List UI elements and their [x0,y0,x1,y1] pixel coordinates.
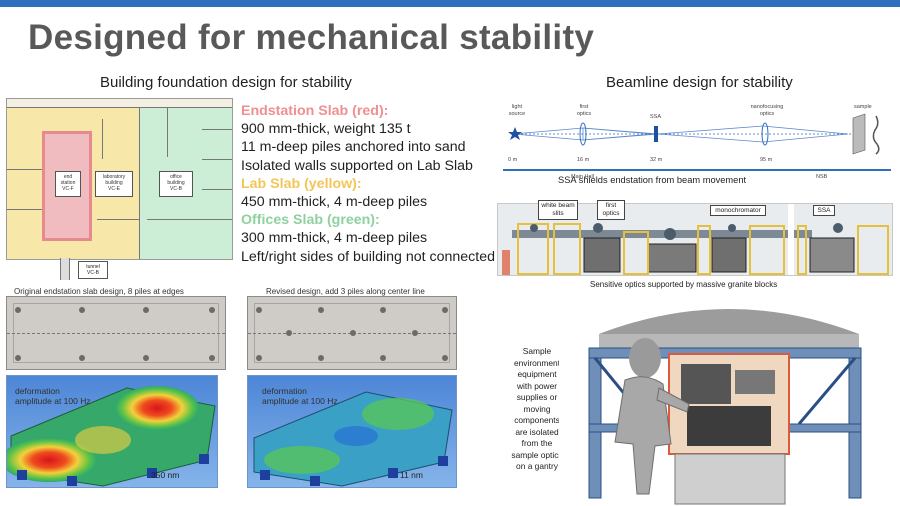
endstation-slab-area [42,131,92,241]
human-figure-body [614,376,672,495]
distance-16: 16 m [577,157,590,163]
endstation-spec-2: 11 m-deep piles anchored into sand [241,139,466,156]
ssa-slit-icon [654,126,658,142]
optics-photo-caption: Sensitive optics supported by massive gr… [590,280,778,289]
offices-spec-1: 300 mm-thick, 4 m-deep piles [241,230,428,247]
wall [202,129,232,130]
wall [7,107,232,108]
pile [256,307,262,313]
main-hall-label: Main Hall [571,174,594,180]
nanofocusing-optics-label: nanofocusing optics [750,104,784,117]
deformation-label: deformation amplitude at 100 Hz [15,386,91,406]
sample-label: sample [854,104,872,110]
pile [380,307,386,313]
monochromator-callout: monochromator [710,205,766,216]
distance-95: 95 m [760,157,773,163]
wall [167,107,168,157]
light-source-label: light source [508,104,526,117]
wall [102,119,103,159]
pile [442,355,448,361]
first-optics-label: first optics [576,104,592,117]
office-building-label: office building VC-B [159,171,193,197]
lab-building-label: laboratory building VC-E [95,171,133,197]
pile [318,307,324,313]
ssa-callout: SSA [813,205,835,216]
foundation-heading: Building foundation design for stability [100,74,352,91]
original-slab-caption: Original endstation slab design, 8 piles… [14,287,184,296]
enclosure-dome [599,309,859,334]
beamline-caption: SSA shields endstation from beam movemen… [558,175,747,185]
pile [143,355,149,361]
beam-envelope-2 [582,125,849,143]
sample-profile-icon [872,115,880,155]
pile [79,307,85,313]
deformation-label: deformation amplitude at 100 Hz [262,386,338,406]
pile [15,355,21,361]
center-pile [286,330,292,336]
pile [209,355,215,361]
white-beam-slits-callout: white beam slits [538,200,578,220]
lab-spec-1: 450 mm-thick, 4 m-deep piles [241,194,428,211]
slab-centerline [7,333,225,334]
pile [256,355,262,361]
nanofocusing-lens-icon [761,122,769,146]
slab-specifications: Endstation Slab (red): 900 mm-thick, wei… [241,102,495,266]
pile [209,307,215,313]
slide-title: Designed for mechanical stability [28,18,595,57]
pile [380,355,386,361]
tunnel-passage [60,258,70,280]
offices-slab-heading: Offices Slab (green): [241,212,380,229]
pile [442,307,448,313]
gantry-description: Sample environment equipment with power … [511,346,563,471]
wall [202,189,232,190]
end-station-label: end station VC-F [55,171,81,197]
beamline-diagram [503,113,891,171]
pile [15,307,21,313]
human-figure-head [629,338,661,378]
wall [202,159,232,160]
endstation-slab-heading: Endstation Slab (red): [241,103,389,119]
wall [7,209,42,210]
original-deformation-render: deformation amplitude at 100 Hz 350 nm [6,375,218,488]
sample-icon [852,113,866,155]
first-optics-lens-icon [579,122,587,146]
revised-deformation-render: deformation amplitude at 100 Hz 11 nm [247,375,457,488]
wall [7,169,42,170]
endstation-gantry-image [559,294,893,506]
wall [97,219,139,220]
deformation-amplitude-value: 350 nm [151,470,180,480]
center-pile [350,330,356,336]
lab-slab-heading: Lab Slab (yellow): [241,175,362,192]
wall [139,107,140,259]
center-pile [412,330,418,336]
distance-32: 32 m [650,157,663,163]
nsb-label: NSB [816,174,828,180]
pile [79,355,85,361]
distance-0: 0 m [508,157,518,163]
endstation-spec-1: 900 mm-thick, weight 135 t [241,121,411,138]
revised-slab-plan [247,296,457,370]
tunnel-label: tunnel VC-B [78,261,108,279]
revised-slab-caption: Revised design, add 3 piles along center… [266,287,425,296]
first-optics-callout: first optics [597,200,625,220]
ssa-label: SSA [650,114,662,120]
endstation-spec-3: Isolated walls supported on Lab Slab [241,157,473,174]
offices-spec-2: Left/right sides of building not connect… [241,248,495,265]
original-slab-plan [6,296,226,370]
pile [318,355,324,361]
beamline-heading: Beamline design for stability [606,74,793,91]
building-floorplan: end station VC-F laboratory building VC-… [6,98,233,260]
wall [147,219,232,220]
top-accent-bar [0,0,900,7]
deformation-mesh-image [7,386,216,487]
light-source-star-icon [508,127,522,140]
deformation-amplitude-value: 11 nm [400,470,423,480]
deformation-mesh-image [253,391,453,487]
pile [143,307,149,313]
